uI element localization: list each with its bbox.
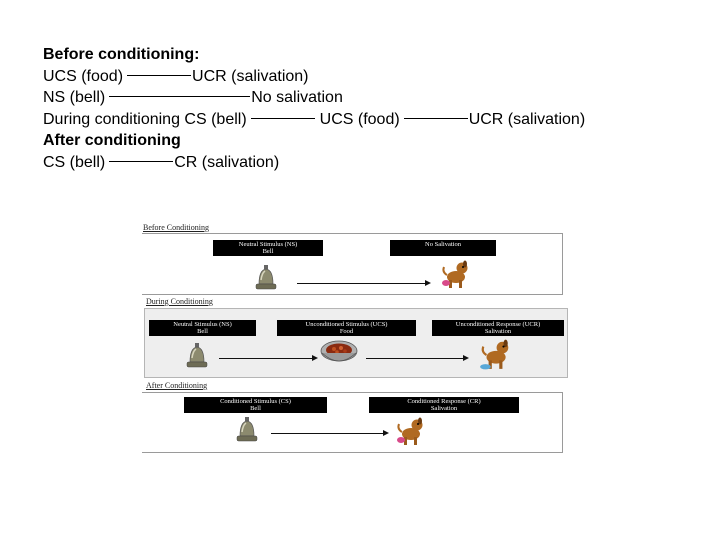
- during-ns-label: Neutral Stimulus (NS): [173, 321, 232, 328]
- notes-cs-line: CS (bell) CR (salivation): [43, 152, 585, 174]
- before-section-title: Before Conditioning: [143, 223, 209, 232]
- during-response-arrow: [366, 355, 469, 361]
- after-cr-sub: Salivation: [430, 405, 458, 412]
- notes-during-ucr-term: UCR (salivation): [468, 110, 586, 128]
- before-arrow: [297, 280, 431, 286]
- bell-icon: [255, 265, 277, 290]
- notes-during-line: During conditioning CS (bell) UCS (food) U…: [43, 109, 585, 131]
- notes-during-ucs-term: UCS (food): [319, 110, 400, 128]
- dash-line: [127, 74, 192, 76]
- before-ns-sub: Bell: [262, 248, 274, 255]
- during-panel: [144, 308, 568, 378]
- classical-conditioning-diagram: Before Conditioning Neutral Stimulus (NS…: [140, 220, 568, 453]
- dog-icon: [442, 260, 468, 288]
- bell-icon: [186, 343, 208, 368]
- dash-line: [109, 96, 251, 98]
- before-ns-box: Neutral Stimulus (NS) Bell: [213, 240, 323, 256]
- during-ucr-label: Unconditioned Response (UCR): [455, 321, 541, 328]
- during-ucr-sub: Salivation: [484, 328, 512, 335]
- notes-ns-term: NS (bell): [43, 89, 106, 106]
- food-bowl-icon: [320, 340, 358, 362]
- before-panel: [142, 233, 563, 295]
- after-cr-label: Conditioned Response (CR): [407, 398, 481, 405]
- during-arrow: [219, 355, 318, 361]
- dash-line: [250, 117, 315, 119]
- after-cs-box: Conditioned Stimulus (CS) Bell: [184, 397, 327, 413]
- before-response-box: No Salivation: [390, 240, 496, 256]
- dash-line: [109, 160, 174, 162]
- before-ns-label: Neutral Stimulus (NS): [238, 241, 298, 248]
- dog-icon: [397, 417, 423, 445]
- notes-cs-term: CS (bell): [43, 153, 106, 171]
- during-ucs-sub: Food: [339, 328, 354, 335]
- notes-ucs-term: UCS (food): [43, 67, 124, 85]
- before-response-label: No Salivation: [425, 241, 461, 248]
- during-ns-box: Neutral Stimulus (NS) Bell: [149, 320, 256, 336]
- during-ucs-label: Unconditioned Stimulus (UCS): [305, 321, 388, 328]
- notes-before-heading: Before conditioning:: [43, 46, 200, 63]
- conditioning-notes: Before conditioning: UCS (food) UCR (sali…: [43, 44, 585, 173]
- after-cs-label: Conditioned Stimulus (CS): [220, 398, 291, 405]
- after-section-title: After Conditioning: [146, 381, 208, 390]
- during-ns-sub: Bell: [197, 328, 208, 335]
- after-arrow: [271, 430, 389, 436]
- dog-icon: [480, 339, 509, 370]
- during-ucs-box: Unconditioned Stimulus (UCS) Food: [277, 320, 416, 336]
- after-cr-box: Conditioned Response (CR) Salivation: [369, 397, 519, 413]
- notes-cr-term: CR (salivation): [174, 153, 280, 171]
- after-cs-sub: Bell: [250, 405, 261, 412]
- bell-icon: [236, 417, 258, 442]
- notes-ns-line: NS (bell) No salivation: [43, 87, 585, 109]
- notes-no-salivation-term: No salivation: [251, 89, 343, 106]
- dash-line: [403, 117, 468, 119]
- notes-ucs-line: UCS (food) UCR (salivation): [43, 66, 585, 88]
- during-ucr-box: Unconditioned Response (UCR) Salivation: [432, 320, 564, 336]
- notes-after-heading: After conditioning: [43, 132, 181, 149]
- during-section-title: During Conditioning: [146, 297, 213, 306]
- notes-ucr-term: UCR (salivation): [192, 67, 309, 85]
- notes-during-cs-term: During conditioning CS (bell): [43, 110, 247, 128]
